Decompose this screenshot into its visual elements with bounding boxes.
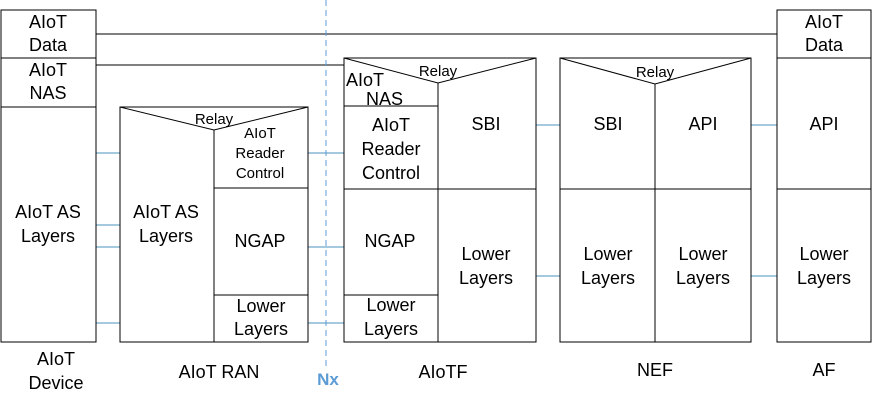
nx-label: Nx: [317, 370, 339, 389]
ran-reader-line2: Reader: [235, 145, 284, 162]
aiotf-ngap-label: NGAP: [364, 231, 415, 251]
aiotf-lower-right-line2: Layers: [459, 268, 513, 288]
ran-relay-label: Relay: [195, 111, 234, 128]
af-data-box: [776, 9, 872, 59]
aiotf-reader-line2: Reader: [361, 139, 420, 159]
aiotf-lower-left-line2: Layers: [364, 319, 418, 339]
device-as-line1: AIoT AS: [15, 202, 81, 222]
nef-stack: Relay SBI API Lower Layers Lower Layers …: [559, 57, 752, 380]
af-outer-box: [776, 57, 872, 343]
aiot-ran-stack: Relay AIoT AS Layers AIoT Reader Control…: [119, 106, 309, 382]
aiotf-nas-line1: AIoT: [346, 70, 384, 90]
aiotf-lower-left-line1: Lower: [366, 295, 415, 315]
ran-ngap-label: NGAP: [234, 231, 285, 251]
nef-lower-left-line2: Layers: [581, 268, 635, 288]
device-data-box: [0, 9, 97, 59]
nef-sbi-label: SBI: [593, 114, 622, 134]
device-nas-line1: AIoT: [29, 60, 67, 80]
aiotf-stack: Relay AIoT NAS AIoT Reader Control NGAP …: [343, 57, 537, 382]
aiotf-reader-line1: AIoT: [372, 115, 410, 135]
aiotf-sbi-label: SBI: [471, 114, 500, 134]
af-data-line2: Data: [805, 35, 844, 55]
ran-reader-line3: Control: [236, 165, 284, 182]
aiot-device-stack: AIoT Data AIoT NAS AIoT AS Layers AIoT D…: [0, 9, 97, 393]
device-as-layers-box: [0, 106, 97, 343]
device-nas-line2: NAS: [29, 83, 66, 103]
af-lower-line2: Layers: [797, 268, 851, 288]
aiotf-lower-right-line1: Lower: [461, 244, 510, 264]
nef-relay-label: Relay: [636, 64, 675, 81]
aiotf-relay-label: Relay: [419, 63, 458, 80]
nef-api-label: API: [688, 114, 717, 134]
aiotf-reader-line3: Control: [362, 163, 420, 183]
ran-reader-line1: AIoT: [244, 125, 276, 142]
device-caption-line1: AIoT: [37, 349, 75, 369]
af-api-label: API: [809, 114, 838, 134]
af-caption: AF: [812, 360, 835, 380]
ran-lower-line2: Layers: [234, 319, 288, 339]
nx-reference-point: Nx: [317, 0, 339, 389]
af-stack: AIoT Data API Lower Layers AF: [776, 9, 872, 380]
ran-as-line2: Layers: [139, 226, 193, 246]
device-caption-line2: Device: [28, 373, 83, 393]
af-lower-line1: Lower: [799, 244, 848, 264]
ran-as-line1: AIoT AS: [133, 202, 199, 222]
device-as-line2: Layers: [21, 226, 75, 246]
aiotf-nas-line2: NAS: [366, 89, 403, 109]
device-data-line2: Data: [29, 35, 68, 55]
ran-caption: AIoT RAN: [179, 362, 260, 382]
aiotf-caption: AIoTF: [418, 362, 467, 382]
nef-lower-left-line1: Lower: [583, 244, 632, 264]
nef-caption: NEF: [637, 360, 673, 380]
ran-lower-line1: Lower: [236, 296, 285, 316]
device-data-line1: AIoT: [29, 12, 67, 32]
nef-lower-right-line1: Lower: [678, 244, 727, 264]
af-data-line1: AIoT: [805, 12, 843, 32]
nef-lower-right-line2: Layers: [676, 268, 730, 288]
